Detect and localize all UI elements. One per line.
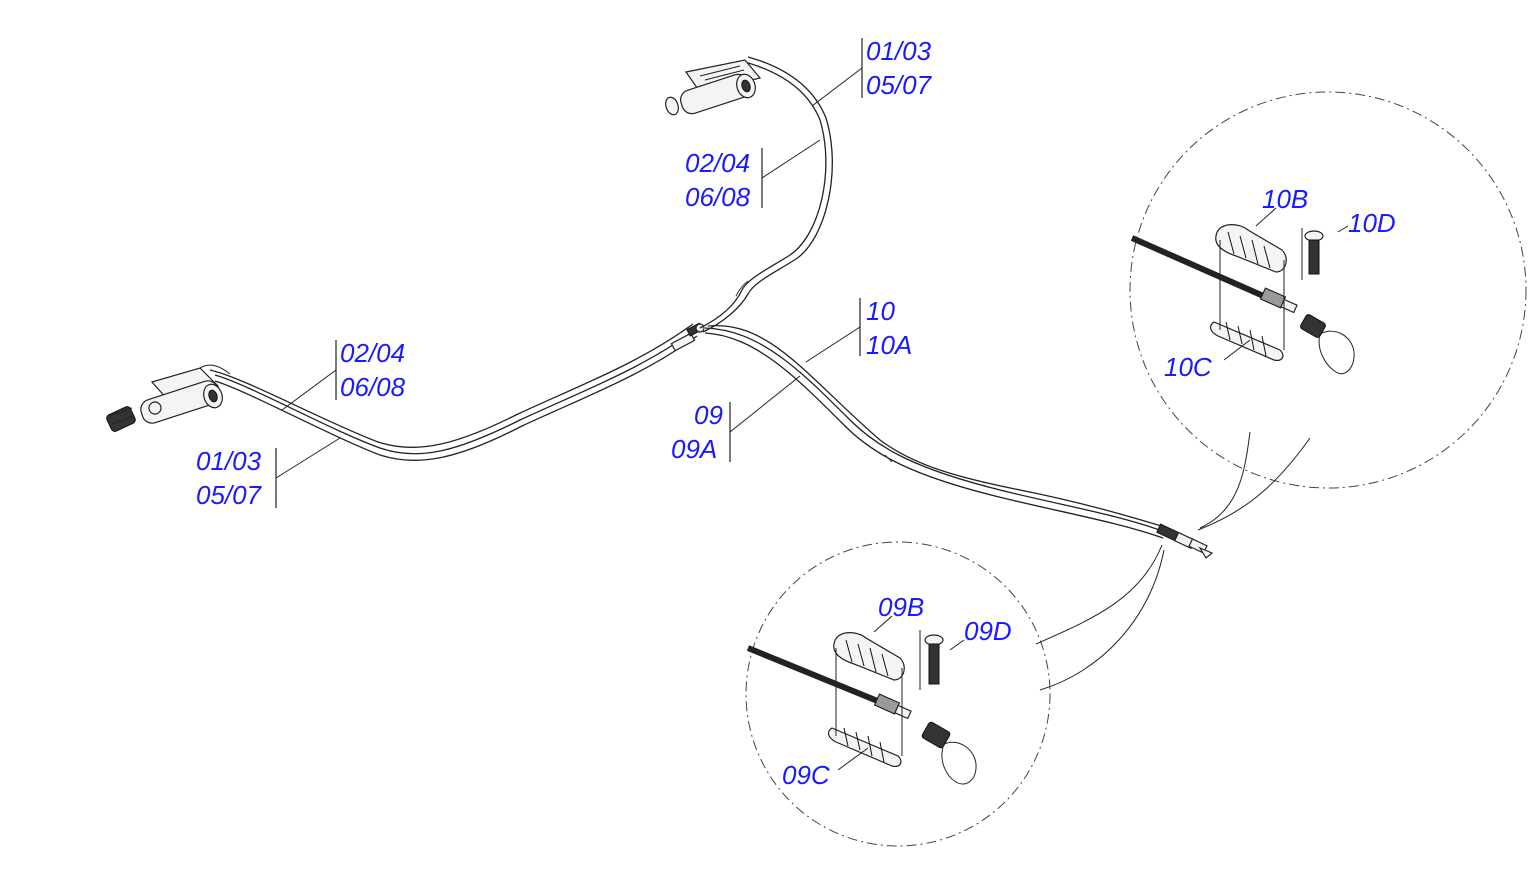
end-connector-right: [1156, 523, 1214, 559]
label-left-upper-b: 06/08: [340, 372, 406, 402]
detail-circle-09: [745, 541, 1051, 847]
label-left-lower-a: 01/03: [196, 446, 262, 476]
label-detail09-d: 09D: [964, 616, 1012, 646]
label-detail09-b: 09B: [878, 592, 924, 622]
cable-harness: [209, 56, 1214, 559]
junction-connector: [670, 322, 705, 352]
connector-assembly-top: [665, 59, 762, 116]
label-center-lower-b: 09A: [671, 434, 717, 464]
label-top-mid-a: 02/04: [685, 148, 750, 178]
label-detail10-d: 10D: [1348, 208, 1396, 238]
grip-part-09b: [833, 632, 905, 681]
label-detail09-c: 09C: [782, 760, 830, 790]
screw-part-10d: [1301, 228, 1324, 280]
label-top-mid-b: 06/08: [685, 182, 751, 212]
part-labels: 01/03 05/07 02/04 06/08 02/04 06/08 01/0…: [196, 36, 1396, 790]
grip-part-10c: [1209, 321, 1284, 361]
label-detail10-b: 10B: [1262, 184, 1308, 214]
label-top-right-a: 01/03: [866, 36, 932, 66]
grip-part-10b: [1215, 224, 1287, 273]
grip-part-09c: [827, 727, 902, 767]
leader-lines-main: [275, 38, 863, 508]
detail-circle-10: [1129, 91, 1527, 489]
detail-view-09: [745, 541, 1165, 847]
label-left-lower-b: 05/07: [196, 480, 263, 510]
label-center-upper-b: 10A: [866, 330, 912, 360]
label-center-upper-a: 10: [866, 296, 895, 326]
label-left-upper-a: 02/04: [340, 338, 405, 368]
detail-view-10: [1129, 91, 1527, 531]
connector-assembly-left: [106, 364, 231, 432]
label-detail10-c: 10C: [1164, 352, 1212, 382]
screw-part-09d: [919, 630, 944, 690]
label-center-lower-a: 09: [694, 400, 723, 430]
label-top-right-b: 05/07: [866, 70, 933, 100]
